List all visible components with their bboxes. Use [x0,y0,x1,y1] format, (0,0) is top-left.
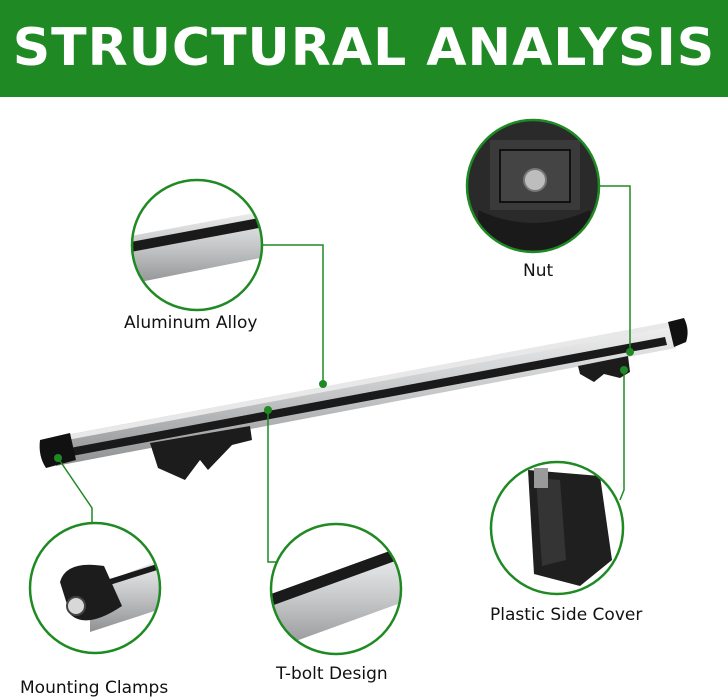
detail-plastic-side-cover [489,460,625,596]
banner-title: STRUCTURAL ANALYSIS [12,18,716,78]
roof-crossbar [39,318,688,480]
nut-bolt [523,168,547,192]
leader-line-side-cover [619,370,625,501]
leader-lines [57,185,631,563]
anchor-dots [54,348,634,462]
mounting-foot-right [578,356,630,382]
anchor-dot-side-cover [620,366,628,374]
detail-tbolt-design [269,522,403,656]
title-banner: STRUCTURAL ANALYSIS [0,0,728,97]
label-plastic-side-cover: Plastic Side Cover [490,605,643,625]
end-cap-right [668,318,688,347]
anchor-dot-tbolt [264,406,272,414]
anchor-dot-aluminum [319,380,327,388]
leader-line-aluminum [260,244,324,384]
detail-mounting-clamps [28,521,162,655]
leader-line-nut [598,185,631,352]
mounting-foot-left [150,426,252,480]
leader-line-clamps [57,457,93,524]
detail-aluminum-alloy [130,178,264,312]
label-nut: Nut [523,261,554,281]
label-tbolt-design: T-bolt Design [276,664,388,684]
detail-nut [465,118,601,254]
label-aluminum-alloy: Aluminum Alloy [124,313,258,333]
anchor-dot-nut [626,348,634,356]
leader-line-tbolt [267,410,280,563]
anchor-dot-clamps [54,454,62,462]
label-mounting-clamps: Mounting Clamps [20,678,169,698]
end-cap-left [39,433,76,468]
